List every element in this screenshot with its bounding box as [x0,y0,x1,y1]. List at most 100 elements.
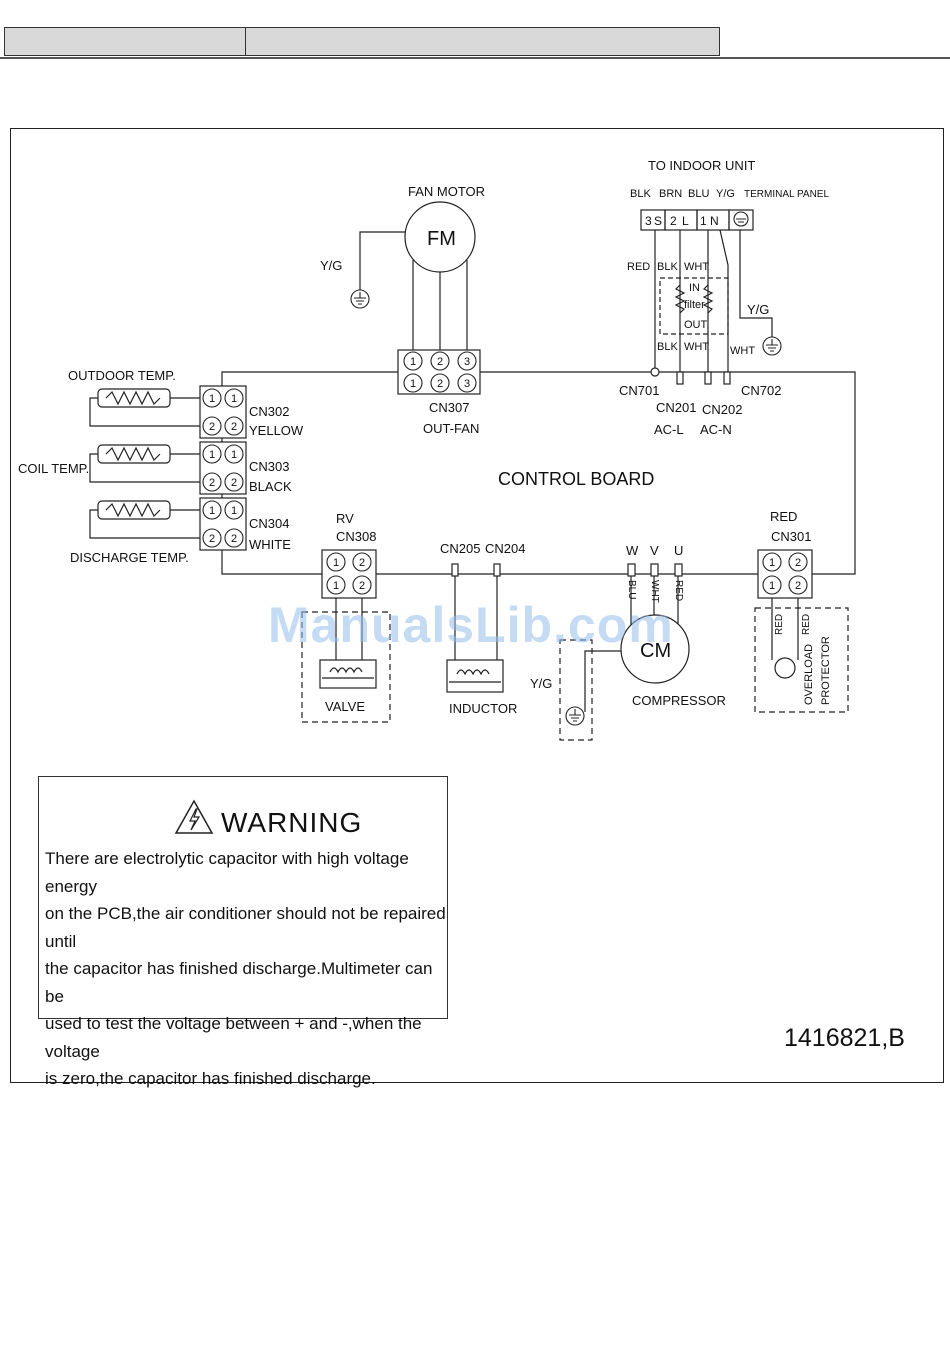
rv-label: RV [336,511,354,526]
cn301-label: CN301 [771,529,811,544]
valve-dashed-box [301,611,391,723]
ac-n-label: AC-N [700,422,732,437]
red-comp-wire-label: RED [673,580,684,601]
wire-color-blu: BLU [688,188,709,200]
high-voltage-warning-icon [174,799,214,834]
valve-coil [322,667,374,679]
wire-color-brn: BRN [659,188,682,200]
pin-circles [202,351,808,595]
terminal-panel-label: TERMINAL PANEL [744,189,829,200]
fm-label: FM [427,228,456,250]
inductor-label: INDUCTOR [449,701,517,716]
valve-coil-box [319,659,377,689]
terminal-box-4 [728,209,754,231]
cn702-label: CN702 [741,383,781,398]
outdoor-temp-label: OUTDOOR TEMP. [68,368,176,383]
terminal-1: 1 [700,214,707,228]
overload-red-label-1: RED [774,614,785,635]
blu-wire-label: BLU [626,580,637,599]
cn307-pin-3: 3 [464,356,470,368]
discharge-thermistor-zigzag [105,502,161,518]
valve-label: VALVE [325,699,365,714]
cn301-pin-1: 1 [769,557,775,569]
protector-label: PROTECTOR [820,636,832,705]
terminal-3: 3 [645,214,652,228]
terminal-s: S [654,214,662,228]
warning-body: There are electrolytic capacitor with hi… [45,849,446,1088]
cn307-pin-3b: 3 [464,378,470,390]
cn303-pin-2b: 2 [231,477,237,489]
u-label: U [674,543,683,558]
terminal-v [650,563,659,577]
document-id: 1416821,B [784,1024,905,1052]
wht-wire-label: WHT [684,261,709,273]
warning-box: WARNING There are electrolytic capacitor… [38,776,448,1088]
yellow-label: YELLOW [249,423,304,438]
terminal-2: 2 [670,214,677,228]
terminal-u [674,563,683,577]
wht-comp-wire-label: WHT [649,580,660,603]
inductor-wires [454,576,498,660]
blk-wire-label-2: BLK [657,341,678,353]
cn303-label: CN303 [249,459,289,474]
header-bar [4,27,720,56]
cn308-pin-2b: 2 [359,580,365,592]
cn307-pin-1: 1 [410,356,416,368]
coil-temp-label: COIL TEMP. [18,461,89,476]
cn308-label: CN308 [336,529,376,544]
header-divider [245,28,246,55]
cn308-pin-1: 1 [333,557,339,569]
cn301-pin-2b: 2 [795,580,801,592]
filter-box [659,277,729,335]
warning-title: WARNING [221,807,363,838]
coil-thermistor [97,444,171,464]
terminal-l: L [682,214,689,228]
fan-motor-label: FAN MOTOR [408,184,485,199]
pin-numbers: 1 2 3 1 2 3 1 1 2 2 1 1 2 2 1 1 2 2 1 2 … [209,356,801,592]
to-indoor-unit-label: TO INDOOR UNIT [648,158,755,173]
overload-dashed-box [754,607,849,713]
overload-protector-symbol [774,657,796,679]
terminal-w [627,563,636,577]
cn201-terminal [676,371,684,385]
control-board-label: CONTROL BOARD [498,469,654,489]
cn304-pin-1: 1 [209,505,215,517]
overload-red-label-2: RED [801,614,812,635]
cn308-pin-1b: 1 [333,580,339,592]
outdoor-thermistor-zigzag [105,390,161,406]
diagram-frame [10,128,944,1083]
cn302-pin-2b: 2 [231,421,237,433]
cn204-terminal [493,563,501,577]
cn304-pin-2: 2 [209,533,215,545]
cn202-terminal-b [723,371,731,385]
fan-ground-wire [359,231,405,292]
cn307-pin-2b: 2 [437,378,443,390]
cn307-label: CN307 [429,400,469,415]
compressor-ground-wire [584,650,621,712]
out-fan-label: OUT-FAN [423,421,479,436]
header-rule [0,57,950,59]
cn201-label: CN201 [656,400,696,415]
fan-yg-label: Y/G [320,258,342,273]
compressor-label: COMPRESSOR [632,693,726,708]
cn205-label: CN205 [440,541,480,556]
filter-coil-2 [702,284,714,314]
cn701-terminal [650,367,660,377]
white-label: WHITE [249,537,291,552]
watermark: ManualsLib.com [268,597,674,653]
cn307-pin-2: 2 [437,356,443,368]
filter-label: filter [684,299,705,311]
cn302-label: CN302 [249,404,289,419]
red-wire-label: RED [627,261,650,273]
discharge-thermistor [97,500,171,520]
v-label: V [650,543,659,558]
cn304-label: CN304 [249,516,289,531]
wire-color-blk: BLK [630,188,651,200]
wire-wht2 [719,229,729,372]
compressor-wires [630,576,679,625]
cn308-pin-2: 2 [359,557,365,569]
w-label: W [626,543,639,558]
inductor-box [446,659,504,693]
compressor-circle [620,614,690,684]
